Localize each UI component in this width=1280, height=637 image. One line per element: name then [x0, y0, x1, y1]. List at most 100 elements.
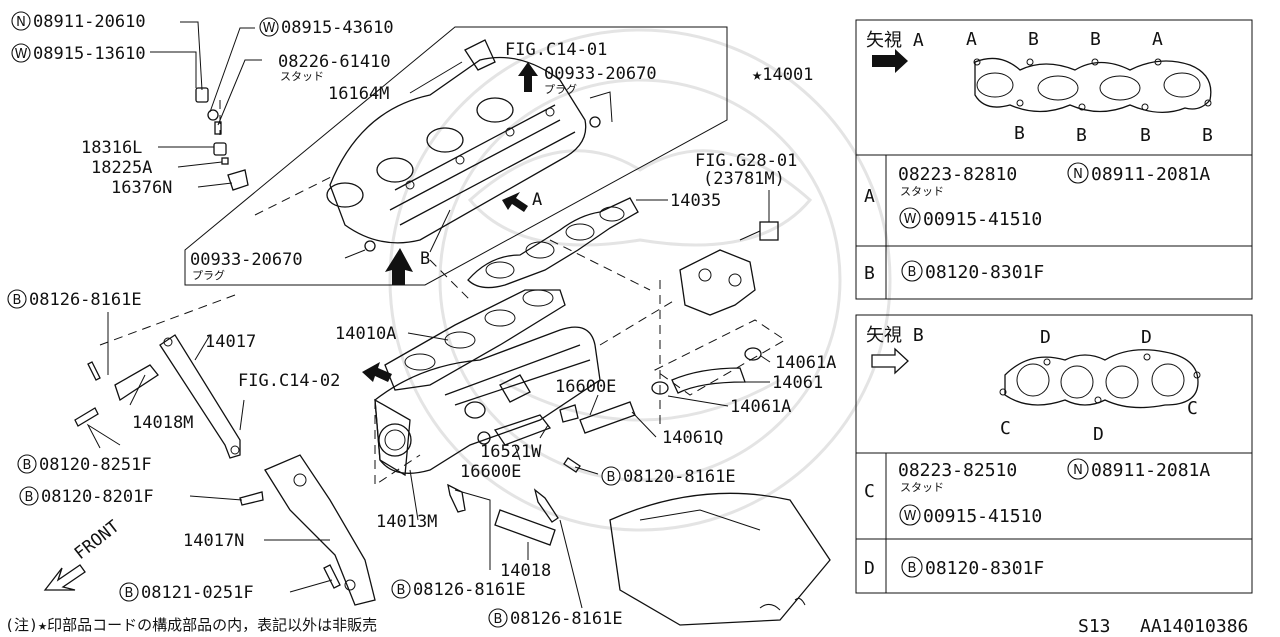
- label-14018m[interactable]: 14018M: [132, 413, 193, 433]
- view-a-label-bottom-1: B: [1014, 123, 1025, 144]
- svg-text:08223-82510: 08223-82510: [898, 460, 1017, 481]
- label-b-08121-0251f[interactable]: B 08121-0251F: [119, 582, 254, 603]
- svg-text:08915-43610: 08915-43610: [281, 18, 394, 38]
- label-16521w[interactable]: 16521W: [480, 442, 542, 462]
- aac-valve[interactable]: [679, 190, 779, 316]
- label-14010a[interactable]: 14010A: [335, 324, 396, 344]
- intake-collector[interactable]: [326, 39, 587, 244]
- label-14061a-bottom[interactable]: 14061A: [730, 397, 791, 417]
- svg-text:08911-20610: 08911-20610: [33, 12, 146, 32]
- view-a-label-bottom-3: B: [1140, 125, 1151, 146]
- intake-manifold-14013m[interactable]: [374, 326, 601, 477]
- svg-text:B: B: [397, 583, 406, 598]
- gasket-14035[interactable]: [467, 197, 639, 289]
- view-a-row-b[interactable]: B 08120-8301F: [901, 260, 1044, 283]
- label-front: FRONT: [71, 517, 124, 564]
- bolt-08120-8201f[interactable]: [239, 491, 264, 506]
- bolt-08120-8251f[interactable]: [74, 407, 99, 427]
- clamp-14061a-top[interactable]: [744, 347, 762, 361]
- view-a-row-a[interactable]: 08223-82810 スタッド N 08911-2081A W 00915-4…: [898, 162, 1210, 230]
- label-16376n[interactable]: 16376N: [111, 178, 172, 198]
- hose-14061[interactable]: [671, 367, 746, 394]
- view-a-label-bottom-4: B: [1202, 125, 1213, 146]
- label-16600e-top[interactable]: 16600E: [555, 377, 616, 397]
- svg-text:スタッド: スタッド: [900, 481, 944, 494]
- view-a-label-top-2: B: [1028, 29, 1039, 50]
- small-fittings[interactable]: [195, 87, 249, 191]
- svg-text:B: B: [23, 458, 32, 473]
- view-a-title: 矢視 A: [866, 30, 924, 51]
- label-b-08120-8161e[interactable]: B 08120-8161E: [601, 466, 736, 487]
- label-14061q[interactable]: 14061Q: [662, 428, 723, 448]
- label-14018[interactable]: 14018: [500, 561, 551, 581]
- label-fig-c14-02[interactable]: FIG.C14-02: [238, 371, 340, 391]
- view-b-label-bottom-3: C: [1187, 398, 1198, 419]
- watermark-emblem: [388, 28, 892, 532]
- bolt-08126-8161e-left[interactable]: [87, 361, 101, 381]
- view-b-row-c[interactable]: 08223-82510 スタッド N 08911-2081A W 00915-4…: [898, 458, 1210, 527]
- hose-16521w[interactable]: [477, 414, 552, 446]
- view-arrow-a: [502, 192, 528, 212]
- label-14035[interactable]: 14035: [670, 191, 721, 211]
- label-b-08126-8161e-mid[interactable]: B 08126-8161E: [391, 579, 526, 600]
- label-b-08120-8251f[interactable]: B 08120-8251F: [17, 454, 152, 475]
- svg-text:B: B: [125, 586, 134, 601]
- label-18316l[interactable]: 18316L: [81, 138, 142, 158]
- label-14061[interactable]: 14061: [772, 373, 823, 393]
- view-b-row-c-key: C: [864, 481, 875, 502]
- svg-text:B: B: [908, 561, 917, 576]
- bolt-08121-0251f[interactable]: [323, 564, 341, 589]
- label-b-08120-8201f[interactable]: B 08120-8201F: [19, 486, 154, 507]
- label-plug-00933-20670-bottom[interactable]: 00933-20670 プラグ: [190, 250, 303, 282]
- svg-text:08126-8161E: 08126-8161E: [29, 290, 142, 310]
- view-a-row-b-key: B: [864, 263, 875, 284]
- svg-text:00933-20670: 00933-20670: [190, 250, 303, 270]
- label-14061a-top[interactable]: 14061A: [775, 353, 836, 373]
- svg-text:08121-0251F: 08121-0251F: [141, 583, 254, 603]
- svg-text:B: B: [13, 293, 22, 308]
- gasket-14010a[interactable]: [384, 289, 566, 391]
- label-n-08911-20610[interactable]: N 08911-20610: [11, 11, 146, 32]
- view-b-row-d[interactable]: B 08120-8301F: [901, 556, 1044, 579]
- svg-text:N: N: [1073, 167, 1083, 182]
- view-b-label-top-2: D: [1141, 327, 1152, 348]
- svg-text:08120-8301F: 08120-8301F: [925, 262, 1044, 283]
- bracket-14018[interactable]: [494, 509, 556, 546]
- label-plug-00933-20670-top[interactable]: 00933-20670 プラグ: [544, 64, 657, 96]
- label-fig-g28-01[interactable]: FIG.G28-01 (23781M): [695, 151, 797, 189]
- label-b-08126-8161e-bottom[interactable]: B 08126-8161E: [488, 608, 623, 629]
- view-a-panel: 矢視 A A B B A B B B B A 08223-82810 スタッド: [855, 19, 1253, 300]
- bracket-14017[interactable]: [159, 334, 241, 459]
- label-view-b: B: [420, 249, 430, 269]
- view-a-label-top-3: B: [1090, 29, 1101, 50]
- label-stud-08226-61410[interactable]: 08226-61410 スタッド: [278, 52, 391, 83]
- bracket-14017n[interactable]: [264, 454, 376, 606]
- diagram-id: AA14010386: [1140, 616, 1248, 637]
- label-16164m[interactable]: 16164M: [328, 84, 389, 104]
- view-b-title: 矢視 B: [866, 325, 924, 346]
- label-14013m[interactable]: 14013M: [376, 512, 437, 532]
- label-w-08915-13610[interactable]: W 08915-13610: [11, 43, 146, 64]
- view-b-arrow-icon: [871, 347, 909, 375]
- bolt-08126-8161e-bottom[interactable]: [533, 488, 559, 523]
- label-14017n[interactable]: 14017N: [183, 531, 244, 551]
- clamp-14061a-bottom[interactable]: [651, 381, 669, 395]
- label-b-08126-8161e-left[interactable]: B 08126-8161E: [7, 289, 142, 310]
- svg-text:08223-82810: 08223-82810: [898, 164, 1017, 185]
- bracket-14018m[interactable]: [114, 364, 159, 402]
- label-14001[interactable]: ★14001: [752, 65, 813, 85]
- svg-text:08120-8301F: 08120-8301F: [925, 558, 1044, 579]
- label-14017[interactable]: 14017: [205, 332, 256, 352]
- label-16600e-bottom[interactable]: 16600E: [460, 462, 521, 482]
- svg-text:B: B: [607, 470, 616, 485]
- bolt-08126-8161e-mid[interactable]: [447, 483, 466, 513]
- label-w-08915-43610[interactable]: W 08915-43610: [259, 17, 394, 38]
- arrow-up-fig-c14-01: [518, 62, 538, 92]
- view-a-row-a-key: A: [864, 186, 875, 207]
- label-18225a[interactable]: 18225A: [91, 158, 152, 178]
- svg-text:プラグ: プラグ: [544, 82, 577, 96]
- view-a-arrow-icon: [872, 49, 908, 73]
- bolt-08120-8161e[interactable]: [563, 457, 581, 473]
- label-fig-c14-01[interactable]: FIG.C14-01: [505, 40, 607, 60]
